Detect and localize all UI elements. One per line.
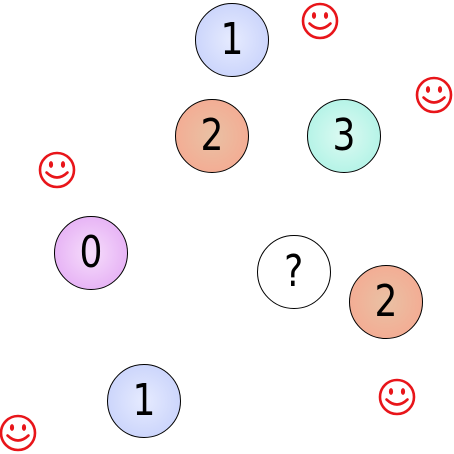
number-node[interactable]: 3 bbox=[307, 99, 381, 173]
smiley-icon bbox=[415, 76, 453, 114]
node-label: ? bbox=[284, 246, 304, 297]
node-label: 2 bbox=[374, 276, 398, 327]
node-label: 0 bbox=[79, 227, 103, 278]
node-label: 1 bbox=[220, 14, 244, 65]
unknown-node[interactable]: ? bbox=[257, 235, 331, 309]
smiley-icon bbox=[378, 378, 416, 416]
number-node[interactable]: 1 bbox=[195, 3, 269, 77]
number-node[interactable]: 2 bbox=[349, 265, 423, 339]
number-node[interactable]: 0 bbox=[54, 216, 128, 290]
smiley-icon bbox=[301, 2, 339, 40]
smiley-icon bbox=[0, 414, 37, 452]
node-label: 2 bbox=[200, 110, 224, 161]
node-label: 1 bbox=[132, 375, 156, 426]
number-node[interactable]: 2 bbox=[175, 99, 249, 173]
smiley-icon bbox=[38, 151, 76, 189]
node-label: 3 bbox=[332, 110, 356, 161]
number-node[interactable]: 1 bbox=[107, 364, 181, 438]
